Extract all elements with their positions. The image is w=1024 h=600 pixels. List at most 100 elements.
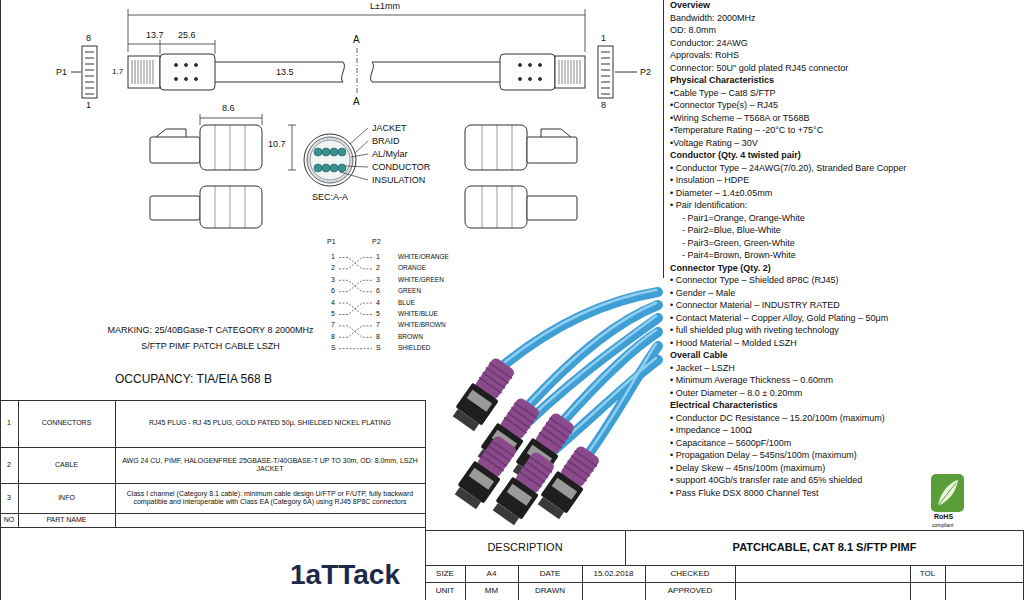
cross-section [322, 164, 330, 172]
cable-top-view [160, 54, 215, 90]
spec-line: • Diameter – 1.4±0.05mm [670, 188, 772, 199]
cable-top-view [175, 78, 178, 81]
table-cell: Class I channel (Category 8.1 cable): mi… [119, 490, 421, 506]
cable-side-view [150, 125, 577, 228]
row-number: 2 [0, 461, 18, 469]
cross-section [307, 137, 353, 183]
cable-side-view [150, 196, 200, 220]
pin-number: 1 [331, 253, 335, 261]
spec-line: - Pair3=Green, Green-White [682, 238, 795, 249]
spec-line: •Cable Type – Cat8 S/FTP [670, 88, 776, 99]
dimension: 10.7 [268, 139, 286, 150]
cable-top-view [342, 62, 374, 82]
title-cell: DATE [518, 569, 582, 579]
cross-section [310, 140, 350, 180]
table-cell: RJ45 PLUG - RJ 45 PLUG, GOLD PATED 50µ, … [119, 419, 421, 428]
rohs-badge [938, 483, 956, 506]
wire-color: WHITE/GREEN [398, 276, 444, 284]
spec-line: • Connector Material – INDUSTRY RATED [670, 300, 840, 311]
dimension-lines [200, 114, 262, 125]
pin-number: 2 [376, 264, 380, 272]
pin-number: 7 [376, 321, 380, 329]
spec-line: • Impedance – 100Ω [670, 425, 752, 436]
cross-section [330, 148, 338, 156]
rohs-badge [931, 474, 964, 512]
wire-color: WHITE/BROWN [398, 321, 446, 329]
cable-photo [565, 330, 656, 417]
spec-line: • Jacket – LSZH [670, 363, 735, 374]
cable-top-view [85, 52, 94, 94]
section-mark: A [353, 34, 360, 46]
spec-line: Bandwidth: 2000MHz [670, 13, 756, 24]
frame-lines [425, 530, 1024, 600]
wiring-lines [339, 303, 372, 314]
cross-section [338, 164, 346, 172]
table-cell: AWG 24 CU, PIMF, HALOGENFREE 25GBASE-T/4… [119, 457, 421, 474]
cable-photo [490, 449, 558, 527]
wire-color: WHITE/BLUE [398, 310, 438, 318]
wiring-lines [339, 280, 372, 291]
title-cell: SIZE [425, 569, 465, 579]
pin-number: 3 [331, 276, 335, 284]
spec-line: •Voltage Rating – 30V [670, 138, 758, 149]
cable-photo [590, 344, 656, 450]
wire-color: ORANGE [398, 264, 426, 272]
spec-heading: Overall Cable [670, 350, 728, 361]
cross-section [338, 148, 346, 156]
title-cell: A4 [465, 569, 518, 579]
spec-line: • Conductor DC Resistance – 15.20/100m (… [670, 413, 885, 424]
cable-top-view [175, 64, 178, 67]
pin-number: 2 [331, 264, 335, 272]
rohs-badge [931, 474, 964, 512]
table-header: PART NAME [18, 516, 115, 524]
cable-side-view [527, 137, 577, 163]
wire-color: BROWN [398, 333, 423, 341]
cable-top-view [519, 64, 522, 67]
pin-number: 6 [331, 287, 335, 295]
cable-top-view [195, 78, 198, 81]
cable-side-view [482, 125, 512, 170]
spec-line: • Pass Fluke DSX 8000 Channel Test [670, 488, 819, 499]
pin-number: 8 [376, 333, 380, 341]
company-logo: 1aTTack [290, 558, 400, 592]
spec-line: •Wiring Scheme – T568A or T568B [670, 113, 809, 124]
pin-number: S [331, 344, 336, 352]
cross-section [330, 164, 338, 172]
spec-line: Approvals: RoHS [670, 50, 739, 61]
connector-label: P1 [56, 67, 67, 78]
title-cell: MM [465, 586, 518, 596]
pin-number: 4 [376, 299, 380, 307]
spec-heading: Connector Type (Qty. 2) [670, 263, 771, 274]
spec-line: • Propagation Delay – 545ns/100m (maximu… [670, 450, 857, 461]
section-mark: A [353, 96, 360, 108]
cable-side-view [465, 125, 527, 170]
title-cell: UNIT [425, 586, 465, 596]
dimension-lines [128, 9, 585, 170]
dimension: L±1mm [370, 1, 400, 12]
cross-section [314, 148, 322, 156]
spec-line: •Temperature Rating – -20°C to +75°C [670, 125, 823, 136]
dimension-lines [357, 48, 358, 94]
wire-color: GREEN [398, 287, 421, 295]
spec-line: • full shielded plug with riveting techn… [670, 325, 839, 336]
spec-heading: Electrical Characteristics [670, 400, 778, 411]
cable-photo [505, 290, 656, 456]
pin-number: S [376, 344, 381, 352]
spec-line: • Hood Material – Molded LSZH [670, 338, 797, 349]
spec-line: • Conductor Type – 24AWG(7/0.20), Strand… [670, 163, 906, 174]
table-header: NO [0, 516, 18, 524]
spec-line: • Capacitance – 5600pF/100m [670, 438, 791, 449]
cable-top-view [132, 60, 153, 84]
part-name: CONNECTORS [18, 419, 115, 427]
title-cell: TOL [910, 569, 945, 579]
cable-photo [450, 290, 658, 527]
spec-line: • Delay Skew – 45ns/100m (maximum) [670, 463, 825, 474]
spec-line: • Connector Type – Shielded 8P8C (RJ45) [670, 275, 839, 286]
section-title: SEC:A-A [312, 192, 348, 203]
dimension: 8.6 [222, 103, 235, 114]
row-number: 1 [0, 419, 18, 427]
cable-top-view [215, 62, 343, 82]
